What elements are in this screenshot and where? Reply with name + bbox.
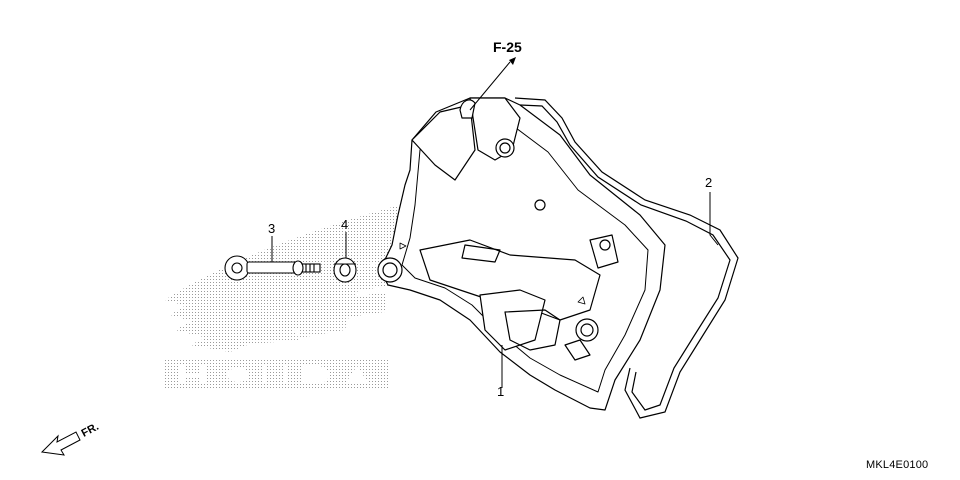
honda-watermark-logo [165, 205, 405, 390]
cylinder-head-cover [377, 97, 666, 411]
front-direction-arrow-icon [40, 431, 81, 456]
callout-4: 4 [341, 217, 349, 232]
callout-1: 1 [497, 384, 505, 399]
callout-3: 3 [268, 221, 276, 236]
callout-2: 2 [705, 175, 713, 190]
bolt [224, 255, 321, 281]
drawing-code: MKL4E0100 [866, 459, 929, 471]
washer [333, 257, 357, 283]
reference-arrow-icon [509, 57, 516, 65]
reference-label-f25[interactable]: F-25 [493, 39, 522, 55]
head-cover-gasket [514, 97, 739, 419]
leader-lines [271, 61, 719, 388]
